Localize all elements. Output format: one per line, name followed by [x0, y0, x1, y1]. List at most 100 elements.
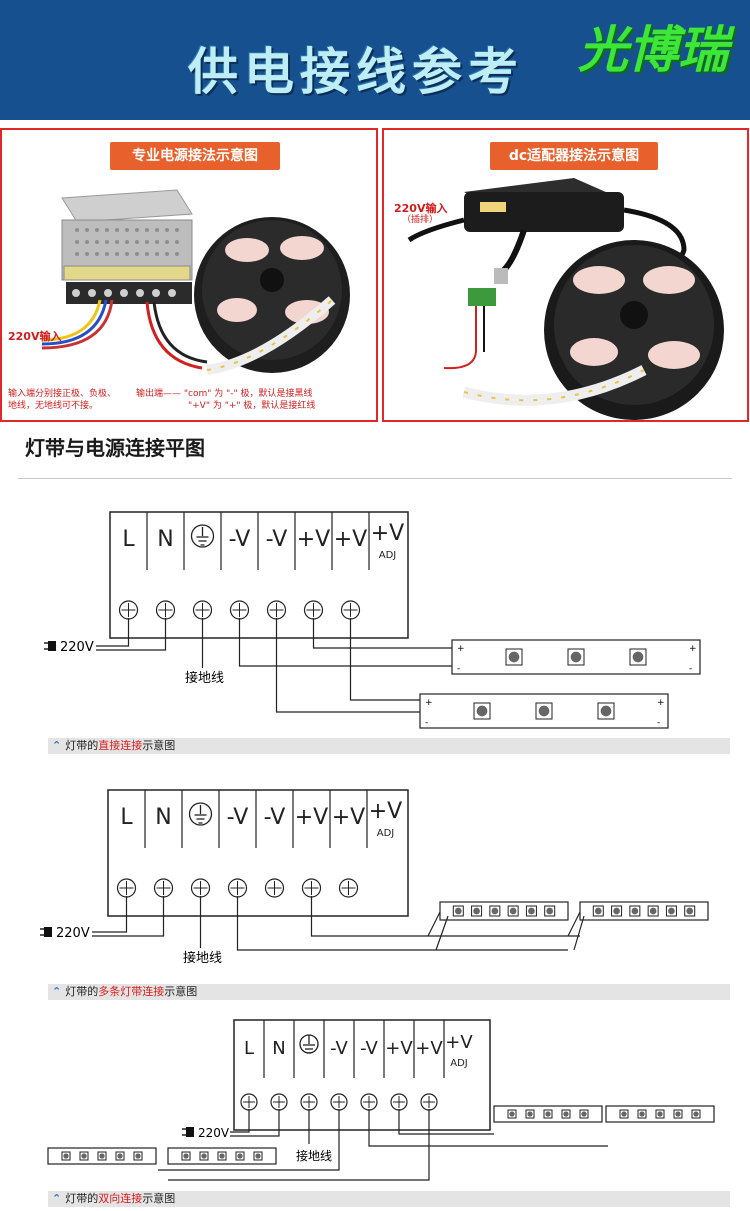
banner-title: 供电接线参考 [188, 43, 524, 101]
led-dot [509, 907, 517, 915]
led-dot [538, 705, 550, 717]
led-dot [135, 1153, 141, 1159]
led-dot [613, 907, 620, 915]
l-wire [96, 618, 130, 647]
led-dot [632, 651, 644, 663]
led-dot [99, 1153, 105, 1159]
led-dot [570, 651, 582, 663]
strip-lead [567, 911, 581, 937]
dc-adapter-photo-panel: dc适配器接法示意图 220V输入 （插排） [382, 128, 749, 422]
terminal-label-5: +V [295, 805, 328, 830]
header-banner: 供电接线参考 光博瑞 [0, 0, 750, 120]
output-note-com: 输出端—— "com" 为 "-" 极，默认是接黑线 [136, 389, 313, 399]
led-dot [527, 1111, 533, 1117]
power-supply-photo-panel: 专业电源接法示意图 220V输入 输入端分别接正极、负极、地线，无地线可不接。 … [0, 128, 378, 422]
l-wire [92, 896, 128, 933]
n-wire [92, 896, 165, 937]
led-dot [183, 1153, 189, 1159]
adj-label: ADJ [379, 550, 397, 561]
led-dot [473, 907, 480, 915]
caption-direct: ⌃灯带的直接连接示意图 [48, 738, 730, 754]
led-dot [657, 1111, 663, 1117]
power-supply-illustration [41, 189, 350, 375]
positive-wire-left [168, 1109, 430, 1181]
negative-wire-left [158, 1109, 340, 1171]
input-220v-label: 220V输入 [8, 330, 62, 343]
terminal-label-0: L [122, 527, 135, 552]
ground-icon [188, 802, 213, 826]
adapter-input-sub: （插排） [402, 215, 439, 225]
n-wire [96, 618, 167, 651]
l-wire [230, 1109, 250, 1133]
caption-multi: ⌃灯带的多条灯带连接示意图 [48, 984, 730, 1000]
led-dot [668, 907, 675, 915]
led-dot [545, 1111, 551, 1117]
strip-minus: - [657, 718, 660, 728]
plug-icon [48, 641, 56, 651]
ground-label: 接地线 [183, 950, 222, 966]
terminal-label-7: +V [371, 521, 404, 546]
section-divider [18, 478, 732, 479]
led-dot [693, 1111, 699, 1117]
led-dot [675, 1111, 681, 1117]
plug-icon [44, 927, 52, 937]
led-dot [528, 907, 535, 915]
negative-wire [236, 896, 568, 951]
power-supply-badge: 专业电源接法示意图 [110, 142, 280, 170]
terminal-label-6: +V [332, 805, 365, 830]
led-dot [454, 907, 462, 915]
negative-wire-1 [238, 618, 452, 667]
positive-wire [310, 896, 580, 937]
led-dot [649, 907, 657, 915]
chevron-up-icon: ⌃ [52, 985, 62, 998]
terminal-label-3: -V [229, 527, 251, 552]
strip-plus: + [425, 698, 433, 708]
negative-wire-right [368, 1109, 608, 1147]
terminal-label-1: N [157, 527, 173, 552]
terminal-label-7: +V [369, 799, 402, 824]
adapter-input-label: 220V输入 [394, 202, 448, 215]
led-dot [639, 1111, 645, 1117]
led-dot [563, 1111, 569, 1117]
section-title: 灯带与电源连接平图 [25, 436, 205, 460]
ground-label: 接地线 [185, 670, 224, 686]
strip-plus: + [657, 698, 665, 708]
terminal-label-0: L [244, 1038, 254, 1059]
led-dot [508, 651, 520, 663]
strip-plus: + [457, 644, 465, 654]
adj-label: ADJ [450, 1058, 468, 1069]
led-dot [63, 1153, 69, 1159]
positive-wire-2 [349, 618, 420, 701]
terminal-label-5: +V [297, 527, 330, 552]
terminal-label-3: -V [227, 805, 249, 830]
terminal-label-4: -V [264, 805, 286, 830]
led-dot [237, 1153, 243, 1159]
led-dot [491, 907, 499, 915]
led-dot [117, 1153, 123, 1159]
strip-plus: + [689, 644, 697, 654]
adj-label: ADJ [377, 828, 395, 839]
output-note-plus: "+V" 为 "+" 极，默认是接红线 [188, 401, 316, 411]
caption-bidirectional: ⌃灯带的双向连接示意图 [48, 1191, 730, 1207]
terminal-label-0: L [120, 805, 133, 830]
led-dot [600, 705, 612, 717]
input-220v: 220V [198, 1126, 230, 1140]
ground-icon [190, 524, 215, 548]
brand-logo: 光博瑞 [578, 21, 728, 79]
strip-lead [573, 915, 585, 951]
strip-lead [435, 915, 449, 951]
plug-icon [186, 1127, 194, 1137]
led-dot [686, 907, 694, 915]
terminal-label-4: -V [266, 527, 288, 552]
ground-label: 接地线 [296, 1148, 332, 1163]
led-dot [476, 705, 488, 717]
chevron-up-icon: ⌃ [52, 1192, 62, 1205]
led-dot [81, 1153, 87, 1159]
led-dot [594, 907, 602, 915]
dc-adapter-illustration [407, 178, 724, 420]
led-dot [219, 1153, 225, 1159]
input-220v: 220V [60, 640, 94, 655]
led-dot [581, 1111, 587, 1117]
